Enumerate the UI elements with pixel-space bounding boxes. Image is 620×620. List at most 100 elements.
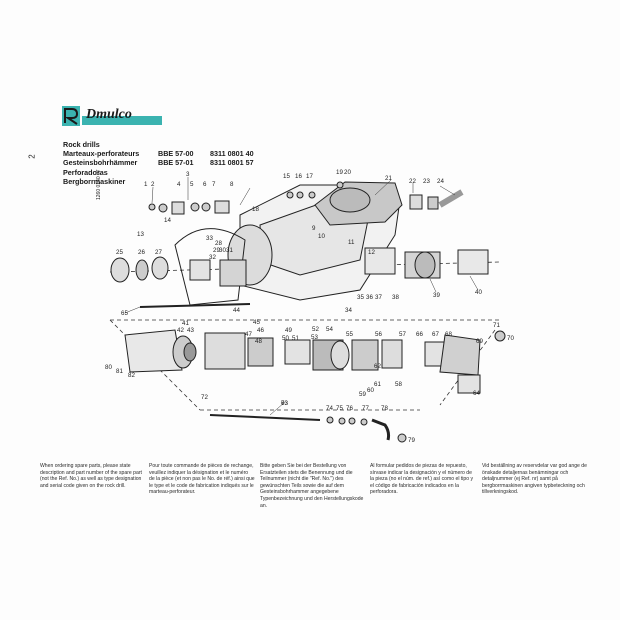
- ref-label: 81: [116, 368, 123, 375]
- ref-label: 42: [177, 327, 184, 334]
- header-row: Perforadoras: [63, 168, 254, 177]
- ref-label: 43: [187, 327, 194, 334]
- product-name: Rock drills: [63, 140, 100, 149]
- ref-label: 61: [374, 381, 381, 388]
- ref-label: 3: [186, 171, 190, 178]
- ref-label: 32: [209, 254, 216, 261]
- model-number: BBE 57-00: [158, 149, 194, 159]
- ref-label: 18: [252, 206, 259, 213]
- ordering-note-french: Pour toute commande de pièces de rechang…: [149, 463, 255, 496]
- ref-label: 25: [116, 249, 123, 256]
- header-row: Bergborrmaskiner: [63, 177, 254, 186]
- ref-label: 66: [416, 331, 423, 338]
- header-row: Marteaux-perforateurs BBE 57-00 8311 080…: [63, 149, 254, 158]
- ref-label: 37: [375, 294, 382, 301]
- product-name: Marteaux-perforateurs: [63, 149, 140, 159]
- part-code: 8311 0801 40: [210, 149, 254, 159]
- ordering-note-german: Bitte geben Sie bei der Bestellung von E…: [260, 463, 364, 509]
- ref-label: 65: [121, 310, 128, 317]
- ref-label: 69: [476, 338, 483, 345]
- ref-label: 59: [359, 391, 366, 398]
- ref-label: 53: [311, 334, 318, 341]
- ordering-note-spanish: Al formular pedidos de piezas de repuest…: [370, 463, 474, 496]
- ref-label: 60: [367, 387, 374, 394]
- back-head-assembly: [314, 181, 403, 226]
- ref-label: 54: [326, 326, 333, 333]
- ref-label: 45: [253, 319, 260, 326]
- ref-label: 1: [144, 181, 148, 188]
- ref-label: 78: [381, 405, 388, 412]
- ref-label: 76: [346, 405, 353, 412]
- reference-numbers: 1 2 3 4 5 6 7 8 9 10 11 12 13 14 15 16 1…: [105, 169, 514, 444]
- ref-label: 6: [203, 181, 207, 188]
- ref-label: 9: [312, 225, 316, 232]
- lower-piston-assembly: [124, 329, 506, 394]
- ref-label: 79: [408, 437, 415, 444]
- ref-label: 27: [155, 249, 162, 256]
- ref-label: 30: [219, 247, 226, 254]
- ref-label: 7: [212, 181, 216, 188]
- ref-label: 72: [201, 394, 208, 401]
- long-rod-parts: [139, 303, 407, 443]
- ref-label: 63: [281, 400, 288, 407]
- ref-label: 20: [344, 169, 351, 176]
- ref-label: 36: [366, 294, 373, 301]
- ref-label: 57: [399, 331, 406, 338]
- ref-label: 77: [362, 405, 369, 412]
- ref-label: 13: [137, 231, 144, 238]
- ref-label: 80: [105, 364, 112, 371]
- ordering-note-swedish: Vid beställning av reservdelar var god a…: [482, 463, 587, 496]
- ref-label: 39: [433, 292, 440, 299]
- ref-label: 51: [292, 335, 299, 342]
- ref-label: 22: [409, 178, 416, 185]
- ref-label: 73: [281, 400, 288, 407]
- ref-label: 23: [423, 178, 430, 185]
- part-code: 8311 0801 57: [210, 158, 254, 168]
- ref-label: 58: [395, 381, 402, 388]
- ref-label: 38: [392, 294, 399, 301]
- ref-label: 2: [151, 181, 155, 188]
- ref-label: 33: [206, 235, 213, 242]
- ref-label: 62: [374, 363, 381, 370]
- ref-label: 26: [138, 249, 145, 256]
- product-header: Rock drills Marteaux-perforateurs BBE 57…: [63, 140, 254, 186]
- ref-label: 14: [164, 217, 171, 224]
- product-name: Gesteinsbohrhämmer: [63, 158, 138, 168]
- ref-label: 21: [385, 175, 392, 182]
- ref-label: 10: [318, 233, 325, 240]
- label-leaders: [124, 177, 479, 416]
- ref-label: 71: [493, 322, 500, 329]
- ref-label: 64: [473, 390, 480, 397]
- ref-label: 74: [326, 405, 333, 412]
- header-row: Rock drills: [63, 140, 254, 149]
- ref-label: 12: [368, 249, 375, 256]
- ordering-note-english: When ordering spare parts, please state …: [40, 463, 142, 489]
- ref-label: 56: [375, 331, 382, 338]
- product-name: Bergborrmaskiner: [63, 176, 126, 186]
- ref-label: 48: [255, 338, 262, 345]
- ref-label: 34: [345, 307, 352, 314]
- ref-label: 55: [346, 331, 353, 338]
- front-tube-parts: [364, 247, 489, 279]
- ref-label: 46: [257, 327, 264, 334]
- ref-label: 49: [285, 327, 292, 334]
- ref-label: 44: [233, 307, 240, 314]
- ref-label: 15: [283, 173, 290, 180]
- ref-label: 31: [226, 247, 233, 254]
- ref-label: 19: [336, 169, 343, 176]
- ref-label: 68: [445, 331, 452, 338]
- brand-logo: Dmulco: [62, 106, 162, 126]
- ref-label: 29: [213, 247, 220, 254]
- header-row: Gesteinsbohrhämmer BBE 57-01 8311 0801 5…: [63, 158, 254, 167]
- ref-label: 41: [182, 320, 189, 327]
- ref-label: 8: [230, 181, 234, 188]
- ref-label: 75: [336, 405, 343, 412]
- model-number: BBE 57-01: [158, 158, 194, 168]
- left-parts: [110, 228, 247, 306]
- ref-label: 40: [475, 289, 482, 296]
- ref-label: 11: [348, 239, 355, 246]
- top-small-parts: [148, 181, 464, 215]
- ref-label: 17: [306, 173, 313, 180]
